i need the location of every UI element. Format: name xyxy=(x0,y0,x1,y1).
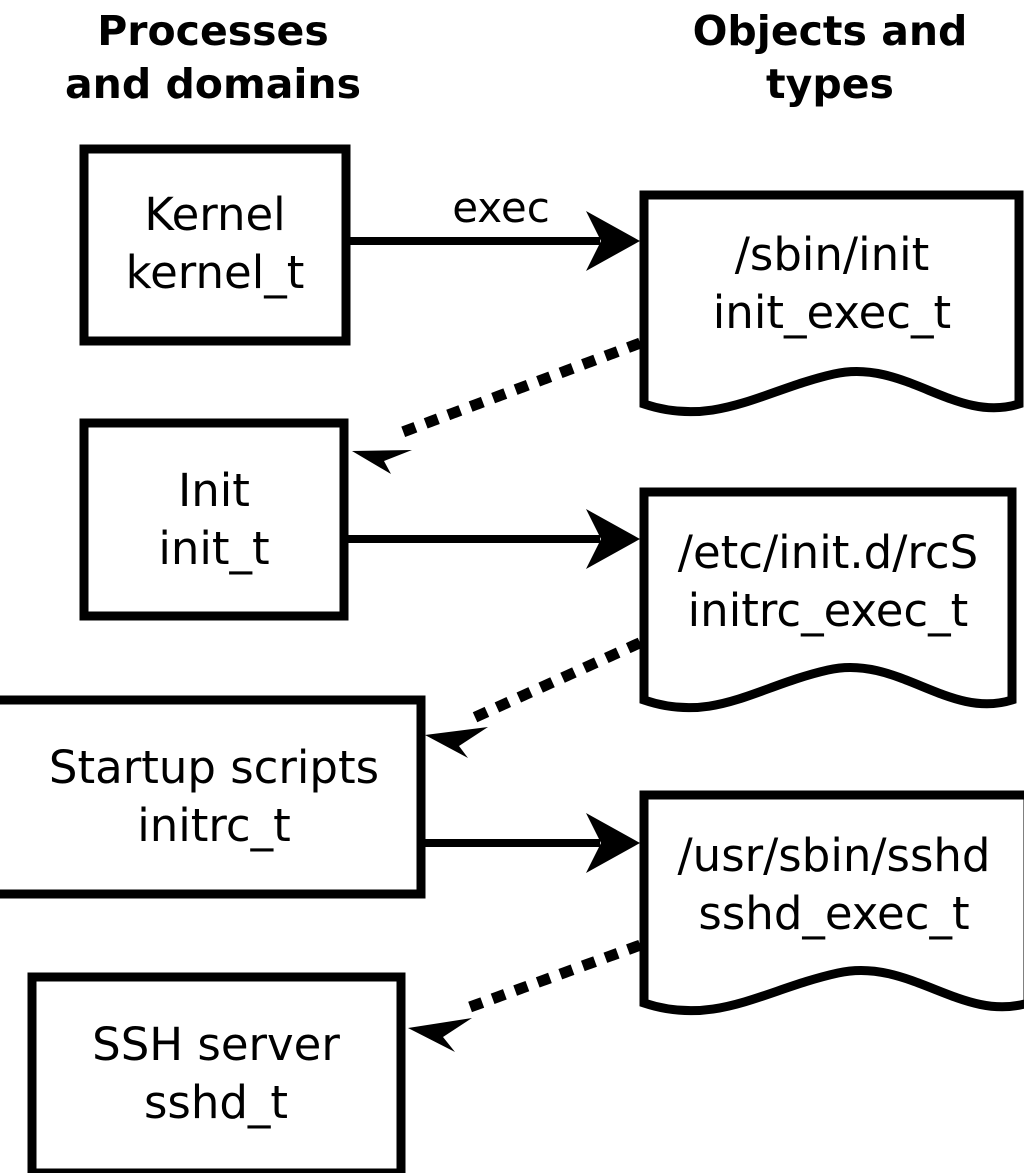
node-etc-initd-rcs[interactable]: /etc/init.d/rcS initrc_exec_t xyxy=(639,487,1017,713)
node-ssh-server-line2: sshd_t xyxy=(144,1076,288,1129)
node-startup-scripts[interactable]: Startup scripts initrc_t xyxy=(0,695,426,899)
node-etc-initd-rcs-shape[interactable] xyxy=(639,487,1017,713)
arrowhead-init-exec xyxy=(586,509,640,569)
arrowhead-sshd-transition xyxy=(408,1018,472,1052)
column-header-processes: Processes and domains xyxy=(65,7,361,108)
edge-line-initrc-transition xyxy=(472,637,643,723)
node-init-line2: init_t xyxy=(158,522,269,575)
node-startup-scripts-line1: Startup scripts xyxy=(49,741,379,794)
node-sbin-init-line2: init_exec_t xyxy=(713,286,951,339)
node-etc-initd-rcs-line1: /etc/init.d/rcS xyxy=(678,526,978,579)
arrowhead-initrc-exec xyxy=(586,813,640,873)
node-usr-sbin-sshd-line2: sshd_exec_t xyxy=(698,887,969,940)
edge-init-exec-initrc-exec xyxy=(348,509,640,569)
node-kernel-line1: Kernel xyxy=(144,188,285,241)
column-header-objects-line2: types xyxy=(766,60,894,108)
arrowhead-init-transition xyxy=(352,450,412,474)
node-startup-scripts-line2: initrc_t xyxy=(137,799,291,852)
edge-init-exec-transition-init xyxy=(352,337,643,474)
arrowhead-initrc-transition xyxy=(425,727,488,758)
edge-initrc-exec-transition-initrc xyxy=(425,637,643,758)
node-ssh-server-line1: SSH server xyxy=(92,1018,340,1071)
edge-line-sshd-transition xyxy=(462,939,643,1015)
node-sbin-init-line1: /sbin/init xyxy=(735,228,930,281)
edge-initrc-exec-sshd-exec xyxy=(425,813,640,873)
column-header-processes-line2: and domains xyxy=(65,60,361,108)
node-sbin-init[interactable]: /sbin/init init_exec_t xyxy=(639,190,1024,417)
node-init-box[interactable] xyxy=(79,418,349,621)
node-init[interactable]: Init init_t xyxy=(79,418,349,621)
column-header-objects: Objects and types xyxy=(693,7,968,108)
edge-label-exec: exec xyxy=(452,183,550,232)
edge-kernel-exec-init-exec: exec xyxy=(350,183,640,271)
node-kernel[interactable]: Kernel kernel_t xyxy=(79,144,351,346)
edge-line-init-transition xyxy=(392,337,643,441)
column-header-objects-line1: Objects and xyxy=(693,7,968,55)
node-init-line1: Init xyxy=(178,464,250,517)
node-ssh-server-box[interactable] xyxy=(27,972,406,1173)
column-header-processes-line1: Processes xyxy=(97,7,329,55)
node-sbin-init-shape[interactable] xyxy=(639,190,1024,417)
node-usr-sbin-sshd[interactable]: /usr/sbin/sshd sshd_exec_t xyxy=(639,790,1024,1016)
node-startup-scripts-box[interactable] xyxy=(0,695,426,899)
node-kernel-line2: kernel_t xyxy=(126,246,305,299)
node-kernel-box[interactable] xyxy=(79,144,351,346)
edge-sshd-exec-transition-sshd xyxy=(408,939,643,1052)
arrowhead-kernel-exec xyxy=(586,211,640,271)
node-ssh-server[interactable]: SSH server sshd_t xyxy=(27,972,406,1173)
node-usr-sbin-sshd-shape[interactable] xyxy=(639,790,1024,1016)
node-usr-sbin-sshd-line1: /usr/sbin/sshd xyxy=(678,829,991,882)
node-etc-initd-rcs-line2: initrc_exec_t xyxy=(688,584,969,637)
